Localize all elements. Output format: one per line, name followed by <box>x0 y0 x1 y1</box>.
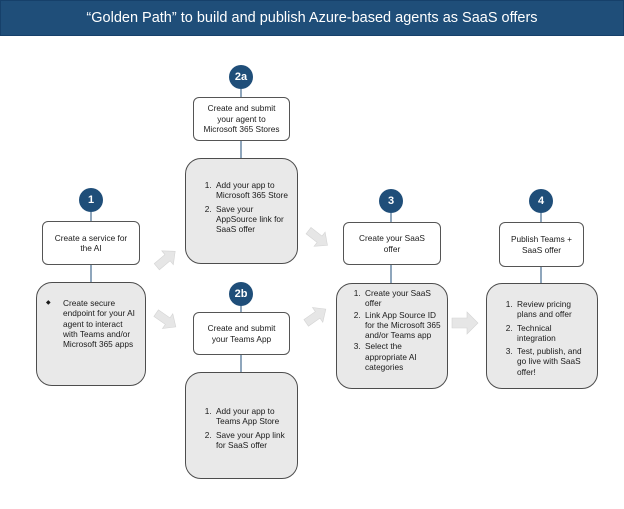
step-3-circle: 3 <box>379 189 403 213</box>
step-3-number: 3 <box>387 195 395 207</box>
step-3-item: Link App Source ID for the Microsoft 365… <box>363 310 442 341</box>
step-2a-number: 2a <box>234 71 248 83</box>
step-2a-detail-card: Add your app to Microsoft 365 Store Save… <box>185 158 298 264</box>
step-2b-item: Add your app to Teams App Store <box>214 406 291 427</box>
step-2a-title-box: Create and submit your agent to Microsof… <box>193 97 290 141</box>
step-4-item: Review pricing plans and offer <box>515 299 591 320</box>
arrow-2a-to-3 <box>305 227 328 247</box>
step-3-title-box: Create your SaaS offer <box>343 222 441 265</box>
step-3-item: Create your SaaS offer <box>363 288 442 309</box>
step-2b-title: Create and submit your Teams App <box>207 323 276 344</box>
step-2a-title: Create and submit your agent to Microsof… <box>203 103 280 135</box>
step-1-title: Create a service for the AI <box>54 232 128 254</box>
step-4-item: Technical integration <box>515 323 591 344</box>
step-2b-circle: 2b <box>229 282 253 306</box>
step-3-title: Create your SaaS offer <box>359 233 425 254</box>
arrow-2b-to-3 <box>303 307 327 327</box>
step-1-bullet: Create secure endpoint for your AI agent… <box>46 298 139 349</box>
step-3-detail-card: Create your SaaS offer Link App Source I… <box>336 283 448 389</box>
step-2a-list: Add your app to Microsoft 365 Store Save… <box>186 180 291 234</box>
step-2a-item: Add your app to Microsoft 365 Store <box>214 180 291 201</box>
step-2b-number: 2b <box>234 288 248 300</box>
diagram-title: “Golden Path” to build and publish Azure… <box>86 10 538 26</box>
arrow-1-to-2b <box>153 309 177 329</box>
step-3-list: Create your SaaS offer Link App Source I… <box>337 288 442 372</box>
step-2a-item: Save your AppSource link for SaaS offer <box>214 204 291 235</box>
step-4-item: Test, publish, and go live with SaaS off… <box>515 346 591 377</box>
step-1-bullet-list: Create secure endpoint for your AI agent… <box>37 298 139 349</box>
step-1-title-box: Create a service for the AI <box>42 221 140 265</box>
step-4-number: 4 <box>537 195 545 207</box>
step-4-title: Publish Teams + SaaS offer <box>511 234 572 255</box>
step-2b-detail-card: Add your app to Teams App Store Save you… <box>185 372 298 479</box>
step-4-list: Review pricing plans and offer Technical… <box>487 299 591 377</box>
step-1-number: 1 <box>87 194 95 206</box>
step-4-circle: 4 <box>529 189 553 213</box>
step-2b-title-box: Create and submit your Teams App <box>193 312 290 355</box>
step-2b-item: Save your App link for SaaS offer <box>214 430 291 451</box>
step-3-item: Select the appropriate AI categories <box>363 341 442 372</box>
step-1-circle: 1 <box>79 188 103 212</box>
arrow-1-to-2a <box>153 250 176 271</box>
step-4-title-box: Publish Teams + SaaS offer <box>499 222 584 267</box>
step-1-detail-card: Create secure endpoint for your AI agent… <box>36 282 146 386</box>
step-4-detail-card: Review pricing plans and offer Technical… <box>486 283 598 389</box>
arrow-3-to-4 <box>451 311 479 335</box>
diagram-title-banner: “Golden Path” to build and publish Azure… <box>0 0 624 36</box>
step-2b-list: Add your app to Teams App Store Save you… <box>186 406 291 450</box>
step-2a-circle: 2a <box>229 65 253 89</box>
